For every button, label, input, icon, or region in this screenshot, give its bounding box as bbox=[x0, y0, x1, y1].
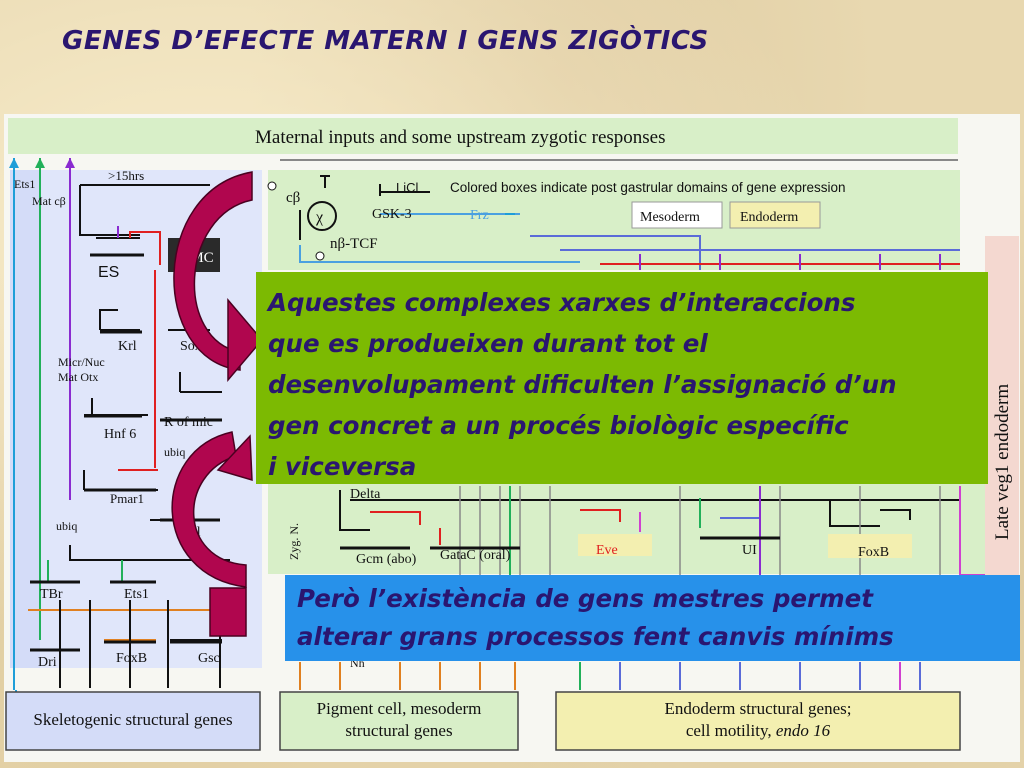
input-matotx: Mat Otx bbox=[58, 370, 98, 384]
input-ets1: Ets1 bbox=[14, 177, 35, 191]
input-zygn: Zyg. N. bbox=[287, 523, 301, 560]
green-callout-line-5: i viceversa bbox=[268, 452, 417, 481]
pigment-box bbox=[279, 691, 519, 751]
legend-mesoderm-box bbox=[631, 201, 723, 229]
endoderm-label: Endoderm structural genes; cell motility… bbox=[556, 698, 960, 742]
endoderm-text-2: cell motility, endo 16 bbox=[556, 720, 960, 742]
green-callout-line-3: desenvolupament dificulten l’assignació … bbox=[268, 370, 897, 399]
gene-gsc: Gsc bbox=[198, 651, 220, 666]
cb-node bbox=[307, 201, 337, 231]
blue-callout: Però l’existència de gens mestres permet… bbox=[285, 575, 1020, 661]
gene-foxb-2: FoxB bbox=[858, 545, 889, 560]
input-cb: cβ bbox=[286, 190, 300, 206]
blue-callout-line-1: Però l’existència de gens mestres permet bbox=[297, 584, 873, 613]
green-callout-line-1: Aquestes complexes xarxes d’interaccions bbox=[268, 288, 856, 317]
green-callout: Aquestes complexes xarxes d’interaccions… bbox=[256, 272, 988, 484]
endoderm-text-2b: endo 16 bbox=[775, 721, 831, 740]
input-hrs: >15hrs bbox=[108, 168, 144, 183]
pigment-text-1: Pigment cell, mesoderm bbox=[316, 699, 482, 718]
legend-mesoderm: Mesoderm bbox=[640, 210, 700, 225]
gene-eve: Eve bbox=[596, 543, 618, 558]
gene-tbr: TBr bbox=[40, 587, 63, 602]
legend-endoderm: Endoderm bbox=[740, 210, 798, 225]
green-callout-line-4: gen concret a un procés biològic específ… bbox=[268, 411, 849, 440]
late-veg-label: Late veg1 endoderm bbox=[992, 384, 1013, 540]
foxb-domain bbox=[828, 534, 912, 558]
diagram-header: Maternal inputs and some upstream zygoti… bbox=[255, 127, 666, 148]
gene-dri: Dri bbox=[38, 655, 57, 670]
gene-krl: Krl bbox=[118, 339, 137, 354]
endoderm-box bbox=[555, 691, 961, 751]
input-micr: Micr/Nuc bbox=[58, 355, 105, 369]
input-chi: χ bbox=[315, 209, 324, 226]
gene-gatac: GataC (oral) bbox=[440, 548, 511, 563]
input-gsk: GSK-3 bbox=[372, 207, 412, 222]
endoderm-text-2a: cell motility, bbox=[685, 721, 776, 740]
header-bar bbox=[8, 118, 958, 154]
skeletogenic-label: Skeletogenic structural genes bbox=[6, 709, 260, 731]
skeletogenic-text: Skeletogenic structural genes bbox=[33, 710, 233, 729]
slide-title: GENES D’EFECTE MATERN I GENS ZIGÒTICS bbox=[62, 26, 709, 56]
blue-callout-line-2: alterar grans processos fent canvis míni… bbox=[297, 622, 894, 651]
input-licl: LiCl bbox=[396, 180, 419, 195]
input-ubiq-1: ubiq bbox=[164, 445, 185, 459]
gene-rofmic: R of mic bbox=[164, 415, 213, 430]
gene-gcm: Gcm (abo) bbox=[356, 552, 417, 567]
legend-endoderm-box bbox=[729, 201, 821, 229]
legend-note: Colored boxes indicate post gastrular do… bbox=[450, 180, 845, 195]
curved-arrow-lower bbox=[171, 431, 253, 637]
gene-es: ES bbox=[98, 264, 119, 281]
skeletogenic-box bbox=[5, 691, 261, 751]
gene-ets1: Ets1 bbox=[124, 587, 149, 602]
input-matcb: Mat cβ bbox=[32, 194, 66, 208]
gene-hnf6: Hnf 6 bbox=[104, 427, 136, 442]
endoderm-text-1: Endoderm structural genes; bbox=[664, 699, 852, 718]
pigment-label: Pigment cell, mesoderm structural genes bbox=[280, 698, 518, 742]
input-ubiq-2: ubiq bbox=[56, 519, 77, 533]
input-delta: Delta bbox=[350, 487, 381, 502]
eve-domain bbox=[578, 534, 652, 556]
pigment-text-2: structural genes bbox=[345, 721, 453, 740]
gene-ui: UI bbox=[742, 543, 757, 558]
gene-foxb-1: FoxB bbox=[116, 651, 147, 666]
upper-right-panel bbox=[268, 170, 960, 270]
curved-arrow-upper bbox=[173, 171, 263, 383]
gene-pmar1: Pmar1 bbox=[110, 491, 144, 506]
input-ntcf: nβ-TCF bbox=[330, 236, 378, 252]
green-callout-line-2: que es produeixen durant tot el bbox=[268, 329, 708, 358]
input-frz: Frz bbox=[470, 208, 489, 223]
